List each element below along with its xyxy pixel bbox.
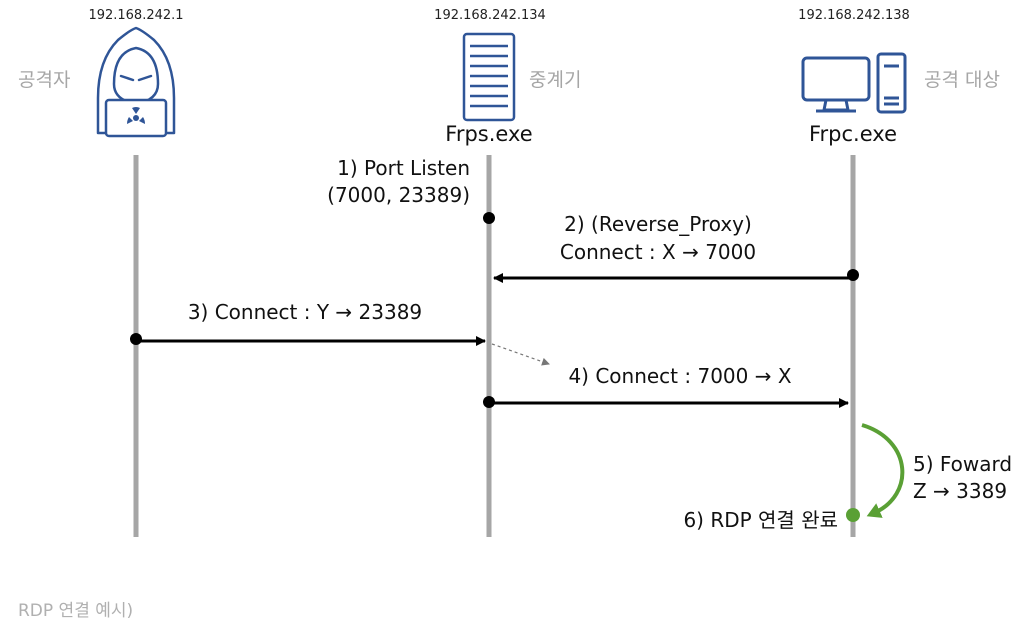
relay-exe-label: Frps.exe — [445, 122, 533, 146]
step4-label: 4) Connect : 7000 → X — [568, 364, 792, 388]
step1-label-line1: 1) Port Listen — [337, 156, 470, 180]
target-ip: 192.168.242.138 — [798, 8, 910, 23]
relay-ip: 192.168.242.134 — [434, 8, 546, 23]
step2-label-line2: Connect : X → 7000 — [559, 240, 757, 264]
step1-listen-dot — [483, 212, 495, 224]
step6-label: 6) RDP 연결 완료 — [683, 508, 838, 532]
step5-label-line1: 5) Foward — [913, 452, 1013, 476]
step5-forward-curve-arrow — [861, 423, 905, 518]
desktop-computer-icon — [801, 52, 907, 114]
step6-complete-dot — [846, 508, 860, 522]
diagram-caption: RDP 연결 예시) — [18, 601, 134, 621]
step5-label-line2: Z → 3389 — [913, 479, 1008, 503]
attacker-ip: 192.168.242.1 — [88, 8, 184, 23]
step3-label: 3) Connect : Y → 23389 — [187, 300, 423, 324]
attacker-role-label: 공격자 — [18, 69, 71, 91]
target-role-label: 공격 대상 — [924, 69, 1000, 91]
step3-start-dot — [130, 333, 142, 345]
hacker-icon — [96, 26, 176, 138]
relay-role-label: 중계기 — [529, 69, 582, 91]
step2-label-line1: 2) (Reverse_Proxy) — [564, 212, 752, 236]
relay-forward-dashed-arrow — [491, 343, 550, 366]
target-exe-label: Frpc.exe — [809, 122, 897, 146]
step1-label-line2: (7000, 23389) — [327, 183, 470, 207]
server-icon — [462, 32, 516, 122]
